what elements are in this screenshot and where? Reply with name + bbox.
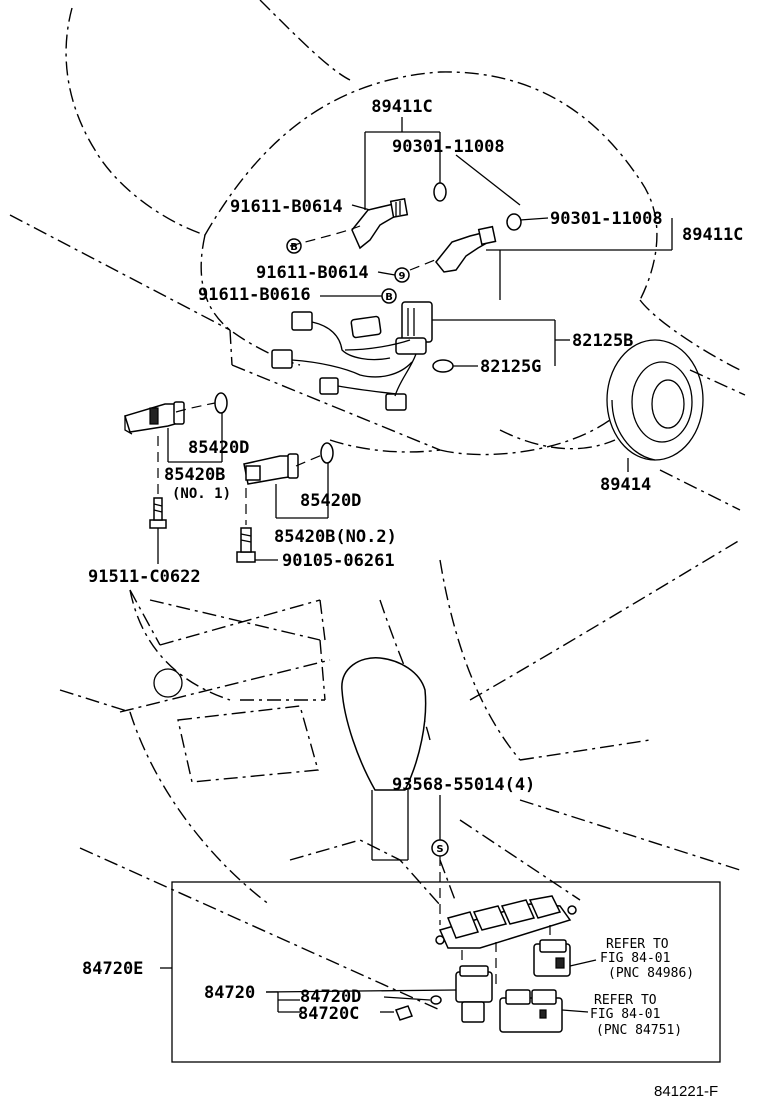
refer2-line3: (PNC 84751)	[596, 1023, 682, 1038]
label-no1: (NO. 1)	[172, 486, 231, 502]
inset-box-84720e	[171, 881, 721, 1063]
bolt-marker-b-1: B	[286, 238, 302, 254]
bulb-84720c	[395, 1005, 413, 1021]
label-82125g: 82125G	[480, 357, 541, 377]
vehicle-outline	[9, 0, 746, 511]
label-91611-b0614-a: 91611-B0614	[230, 197, 343, 217]
sensor-89411c-right	[435, 225, 497, 273]
sensor-89411c-upper	[351, 198, 409, 250]
leader-lines-upper	[157, 117, 673, 564]
leader-lines-inset	[265, 925, 597, 1013]
label-85420b-a: 85420B	[164, 465, 225, 485]
label-90301-top: 90301-11008	[392, 137, 505, 157]
o-ring-85420d-a	[214, 392, 228, 414]
label-91611-b0614-b: 91611-B0614	[256, 263, 369, 283]
figure-code: 841221-F	[654, 1083, 718, 1100]
label-91611-b0616: 91611-B0616	[198, 285, 311, 305]
sensor-85420b-no1	[124, 401, 185, 435]
label-90105-06261: 90105-06261	[282, 551, 395, 571]
switch-84751	[499, 989, 563, 1033]
label-89411c-top: 89411C	[371, 97, 432, 117]
o-ring-90301-upper	[433, 182, 447, 202]
switch-84986	[533, 939, 571, 977]
label-89414: 89414	[600, 475, 651, 495]
label-85420d-a: 85420D	[188, 438, 249, 458]
bolt-91511-c0622	[149, 497, 167, 529]
label-89411c-right: 89411C	[682, 225, 743, 245]
marker-b-label: B	[290, 242, 298, 253]
marker-s-label: S	[436, 844, 443, 855]
label-84720: 84720	[204, 983, 255, 1003]
shift-knob	[341, 657, 427, 861]
label-82125b: 82125B	[572, 331, 633, 351]
switch-84720	[455, 965, 493, 1023]
bolt-90105-06261	[236, 527, 256, 563]
label-85420d-b: 85420D	[300, 491, 361, 511]
refer2-line2: FIG 84-01	[590, 1007, 660, 1022]
wiring-harness-82125b	[271, 301, 433, 411]
refer1-line1: REFER TO	[606, 937, 669, 952]
o-ring-85420d-b	[320, 442, 334, 464]
label-84720c: 84720C	[298, 1004, 359, 1024]
grommet-82125g	[432, 359, 454, 373]
label-84720d: 84720D	[300, 987, 361, 1007]
sensor-85420b-no2	[243, 453, 299, 485]
part-labels: 89411C 90301-11008 91611-B0614 90301-110…	[82, 97, 743, 1100]
label-90301-right: 90301-11008	[550, 209, 663, 229]
refer1-line2: FIG 84-01	[600, 951, 670, 966]
wheel-89414	[606, 339, 704, 461]
refer2-line1: REFER TO	[594, 993, 657, 1008]
screw-marker-s: S	[431, 839, 449, 857]
master-switch-84720e	[435, 895, 577, 949]
bolt-marker-b-3: B	[381, 288, 397, 304]
label-91511-c0622: 91511-C0622	[88, 567, 201, 587]
bulb-84720d	[430, 995, 442, 1005]
svg-text:9: 9	[399, 271, 406, 282]
bolt-marker-9-2: 9	[394, 267, 410, 283]
marker-b-label: B	[385, 292, 393, 303]
label-84720e: 84720E	[82, 959, 143, 979]
label-93568-55014: 93568-55014(4)	[392, 775, 535, 795]
o-ring-90301-right	[506, 213, 522, 231]
refer1-line3: (PNC 84986)	[608, 966, 694, 981]
label-85420b-no2: 85420B(NO.2)	[274, 527, 397, 547]
